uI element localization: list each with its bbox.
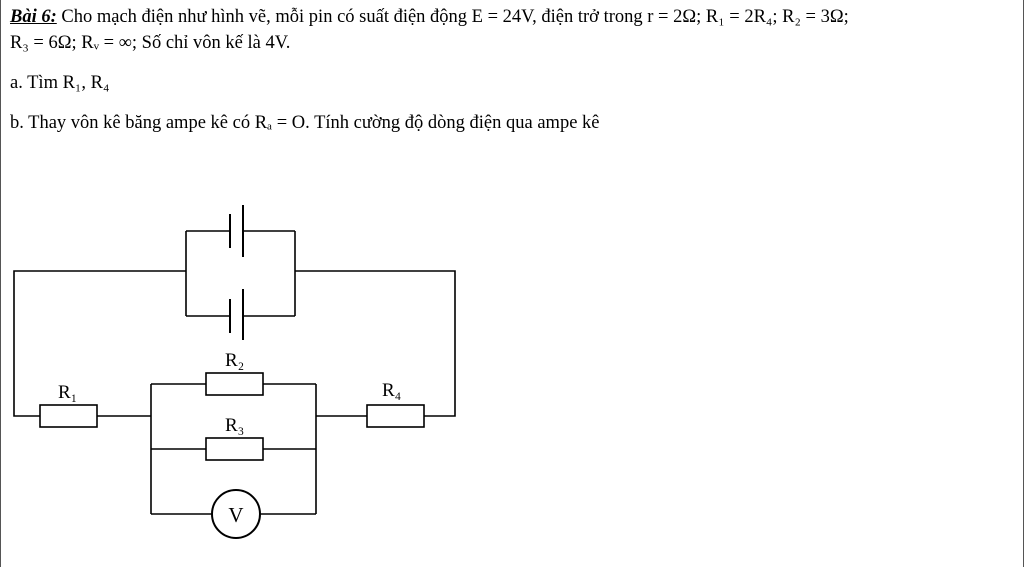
- voltmeter-label: V: [228, 503, 243, 527]
- problem-text: Bài 6: Cho mạch điện như hình vẽ, mỗi pi…: [10, 4, 1014, 136]
- statement-line-1: Cho mạch điện như hình vẽ, mỗi pin có su…: [56, 7, 849, 27]
- resistor-r4: [366, 404, 425, 428]
- statement-line-2: R₃ = 6Ω; Rᵥ = ∞; Số chỉ vôn kế là 4V.: [10, 33, 291, 53]
- label-r2: R₂: [225, 350, 244, 371]
- resistor-r2: [205, 372, 264, 396]
- battery-upper: [186, 205, 295, 257]
- outer-wire: [13, 270, 456, 417]
- problem-statement: Bài 6: Cho mạch điện như hình vẽ, mỗi pi…: [10, 4, 1014, 30]
- battery-lower: [186, 289, 295, 340]
- part-a: a. Tìm R₁, R₄: [10, 73, 110, 93]
- battery-parallel-wires: [185, 231, 296, 316]
- label-r3: R₃: [225, 415, 244, 436]
- label-r1: R₁: [58, 382, 77, 403]
- resistor-r1: [39, 404, 98, 428]
- part-b: b. Thay vôn kê băng ampe kê có Rₐ = O. T…: [10, 113, 600, 133]
- label-r4: R₄: [382, 380, 401, 401]
- resistor-r3: [205, 437, 264, 461]
- problem-title: Bài 6:: [10, 7, 57, 27]
